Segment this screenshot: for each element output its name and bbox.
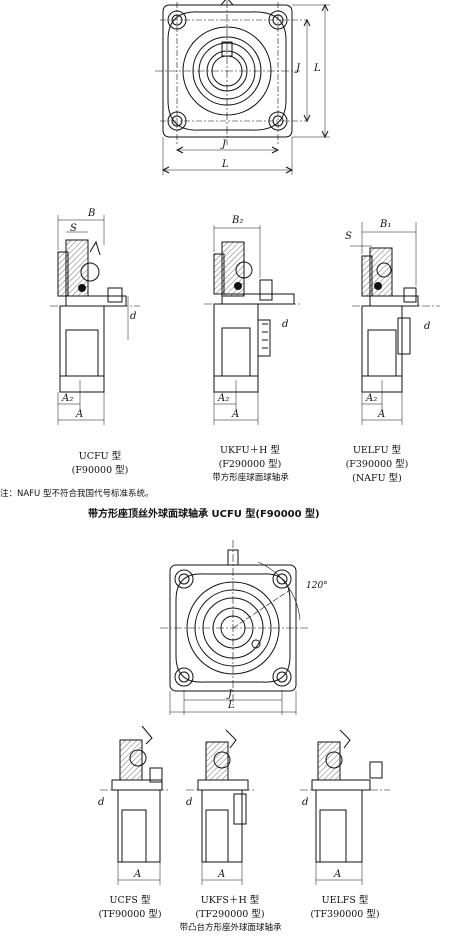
dim-b-ucfu: B xyxy=(88,208,96,219)
caption-square-housing: 带方形座球面球轴承 xyxy=(212,473,289,483)
dim-a-uelfs: A xyxy=(334,869,342,880)
side-view-ukfu xyxy=(204,225,300,425)
dim-a-ucfs: A xyxy=(134,869,142,880)
dim-d-ukfs: d xyxy=(186,797,193,808)
caption-ukfs-series: (TF290000 型) xyxy=(195,909,265,920)
side-view-ukfs xyxy=(186,729,256,885)
dim-l-vertical: L xyxy=(314,63,321,74)
dim-d-uelfs: d xyxy=(302,797,309,808)
dim-a-ukfs: A xyxy=(218,869,226,880)
dim-d-ukfu: d xyxy=(282,319,289,330)
bottom-front-view xyxy=(160,540,310,715)
caption-ukfu-model: UKFU＋H 型 xyxy=(219,445,280,456)
dim-d-ucfu: d xyxy=(130,311,137,322)
dim-a-ukfu: A xyxy=(232,409,240,420)
caption-ucfu-series: (F90000 型) xyxy=(71,465,129,476)
dim-j-vertical: J xyxy=(296,63,301,74)
caption-ukfu-series: (F290000 型) xyxy=(218,459,282,470)
dim-d-uelfu: d xyxy=(424,321,431,332)
dim-a2-uelfu: A₂ xyxy=(366,393,378,404)
top-front-view xyxy=(155,0,330,175)
footnote: 注：NAFU 型不符合我国代号标准系统。 xyxy=(0,489,154,499)
dim-a2-ukfu: A₂ xyxy=(218,393,230,404)
dim-a-ucfu: A xyxy=(76,409,84,420)
dim-l-bottom: L xyxy=(228,700,235,711)
angle-120: 120° xyxy=(306,581,328,591)
dim-j-bottom: J xyxy=(228,689,233,700)
side-view-uelfu xyxy=(350,222,440,425)
caption-uelfs-series: (TF390000 型) xyxy=(310,909,380,920)
dim-a-uelfu: A xyxy=(378,409,386,420)
caption-uelfu-series: (F390000 型) xyxy=(345,459,409,470)
caption-ukfs-model: UKFS＋H 型 xyxy=(200,895,260,906)
dim-s-ucfu: S xyxy=(70,223,77,234)
caption-boss-square-housing: 带凸台方形座外球面球轴承 xyxy=(179,923,282,933)
side-view-uelfs xyxy=(300,729,390,885)
side-view-ucfs xyxy=(100,725,170,885)
caption-uelfu-model: UELFU 型 xyxy=(352,445,402,456)
dim-j-horizontal: J xyxy=(222,139,227,150)
dim-b2-ukfu: B₂ xyxy=(232,215,244,226)
dim-a2-ucfu: A₂ xyxy=(62,393,74,404)
section-title: 带方形座顶丝外球面球轴承 UCFU 型(F90000 型) xyxy=(88,509,320,520)
side-view-ucfu xyxy=(50,215,140,425)
caption-nafu: (NAFU 型) xyxy=(352,473,402,484)
dim-d-ucfs: d xyxy=(98,797,105,808)
dim-l-horizontal: L xyxy=(222,159,229,170)
caption-ucfu-model: UCFU 型 xyxy=(78,451,122,462)
caption-ucfs-series: (TF90000 型) xyxy=(98,909,162,920)
caption-ucfs-model: UCFS 型 xyxy=(109,895,151,906)
dim-b1-uelfu: B₁ xyxy=(380,219,392,230)
dim-s-uelfu: S xyxy=(345,231,352,242)
caption-uelfs-model: UELFS 型 xyxy=(321,895,369,906)
